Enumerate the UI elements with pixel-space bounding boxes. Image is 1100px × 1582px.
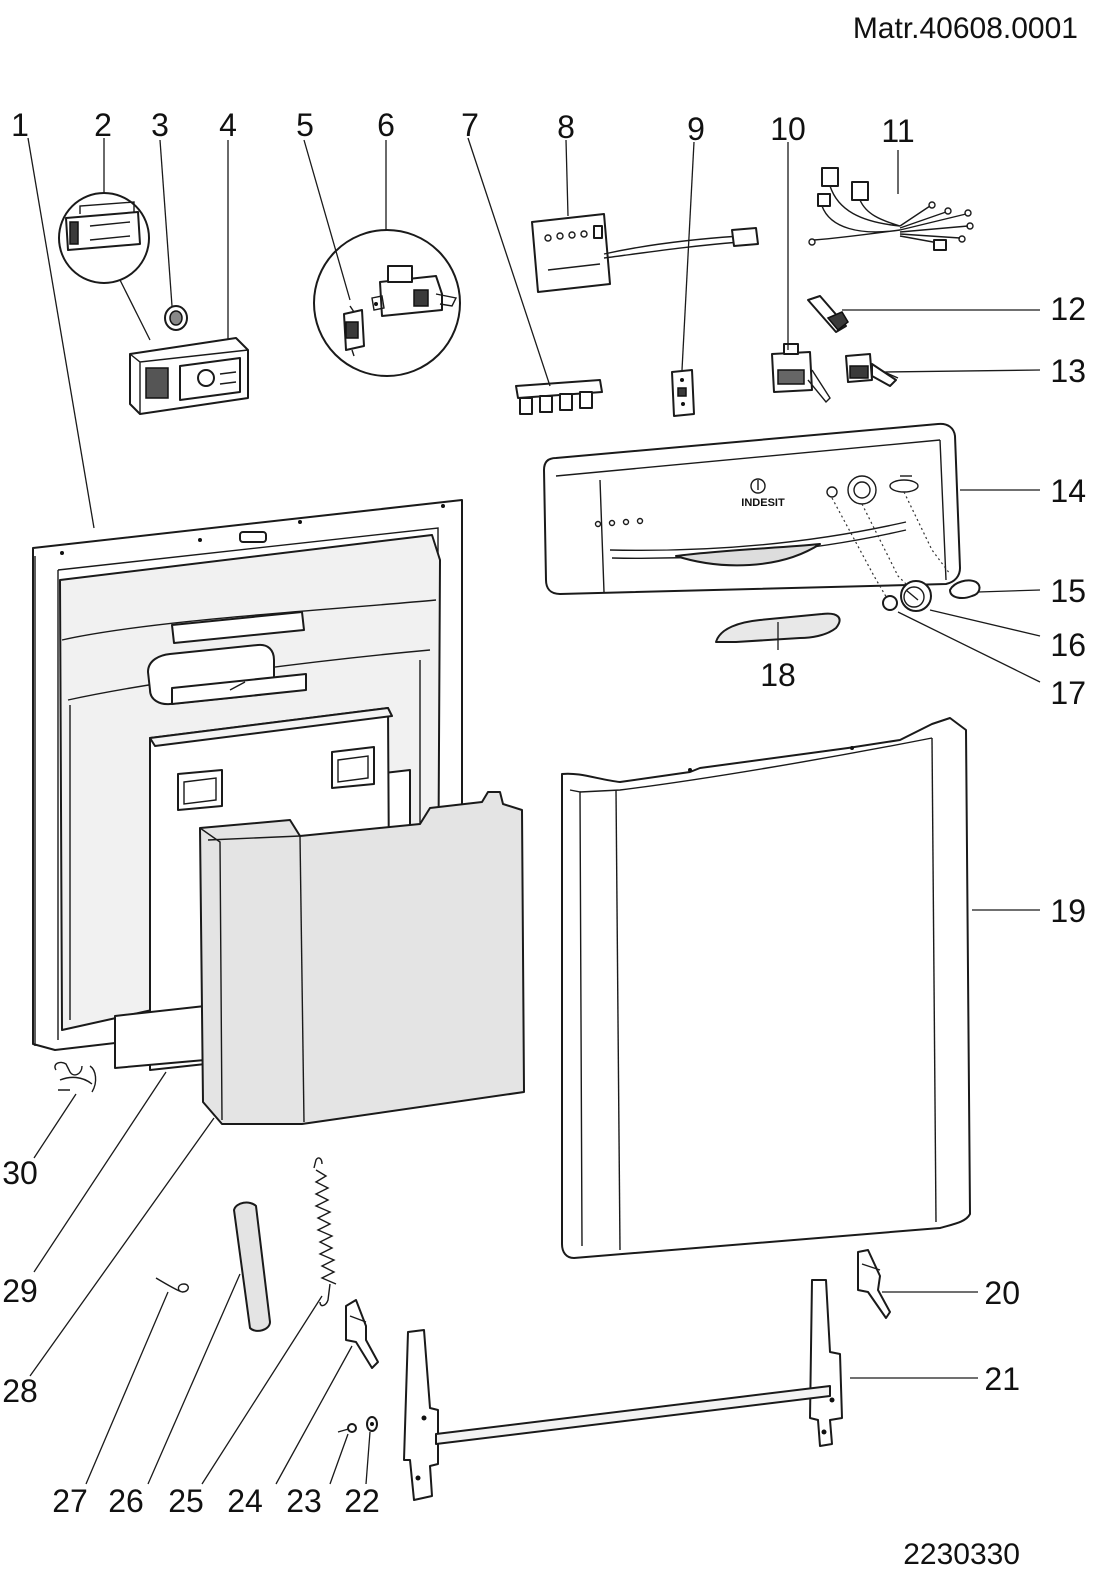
leader-lines (27, 137, 1041, 1485)
part-2-detail-circle (58, 192, 150, 284)
callout-28: 28 (2, 1373, 38, 1409)
callout-11: 11 (881, 113, 914, 149)
callout-26: 26 (108, 1483, 144, 1519)
part-15-button (949, 579, 981, 599)
callout-22: 22 (344, 1483, 380, 1519)
material-code: Matr.40608.0001 (853, 12, 1078, 45)
part-12-pin (807, 295, 849, 333)
part-22-washer (366, 1416, 378, 1432)
part-24-hinge-lever (345, 1299, 379, 1369)
callout-21: 21 (984, 1361, 1020, 1397)
callout-12: 12 (1050, 291, 1086, 327)
part-30-clip (54, 1061, 97, 1093)
callout-27: 27 (52, 1483, 88, 1519)
part-10-selector-switch (771, 343, 831, 404)
part-14-control-panel: INDESIT (543, 422, 961, 601)
callout-18: 18 (760, 657, 796, 693)
callout-labels: 1 2 3 4 5 6 7 8 9 10 11 12 13 14 15 16 1… (2, 107, 1086, 1519)
brand-logo: INDESIT (741, 497, 785, 509)
part-16-knob (900, 580, 932, 612)
callout-29: 29 (2, 1273, 38, 1309)
callout-19: 19 (1050, 893, 1086, 929)
callout-3: 3 (151, 107, 169, 143)
part-20-hinge-arm (857, 1249, 891, 1319)
part-27-wire-pin (155, 1277, 189, 1293)
part-9-plate (671, 369, 695, 417)
part-26-sleeve (233, 1201, 271, 1332)
part-25-spring (313, 1157, 337, 1307)
callout-14: 14 (1050, 473, 1086, 509)
callout-25: 25 (168, 1483, 204, 1519)
part-3-knob (164, 305, 188, 331)
part-17-lamp-cap (882, 595, 898, 611)
callout-7: 7 (461, 107, 479, 143)
callout-13: 13 (1050, 353, 1086, 389)
part-11-wiring-harness (808, 167, 974, 251)
part-28-door-panel (199, 791, 525, 1125)
part-13-mains-switch (845, 353, 899, 387)
callout-8: 8 (557, 109, 575, 145)
callout-20: 20 (984, 1275, 1020, 1311)
callout-24: 24 (227, 1483, 263, 1519)
callout-1: 1 (11, 107, 29, 143)
callout-6: 6 (377, 107, 395, 143)
drawing-number: 2230330 (903, 1538, 1020, 1571)
part-7-connector-strip (515, 379, 603, 415)
callout-4: 4 (219, 107, 237, 143)
callout-2: 2 (94, 107, 112, 143)
callout-15: 15 (1050, 573, 1086, 609)
part-19-outer-door (561, 717, 971, 1259)
part-23-screw (337, 1423, 357, 1433)
part-21-hinge-frame (403, 1279, 843, 1501)
callout-5: 5 (296, 107, 314, 143)
callout-30: 30 (2, 1155, 38, 1191)
part-8-control-board (531, 213, 759, 293)
part-5-microswitch (343, 305, 365, 357)
callout-10: 10 (770, 111, 806, 147)
callout-23: 23 (286, 1483, 322, 1519)
part-4-dispenser (129, 337, 249, 415)
callout-9: 9 (687, 111, 705, 147)
callout-17: 17 (1050, 675, 1086, 711)
callout-16: 16 (1050, 627, 1086, 663)
